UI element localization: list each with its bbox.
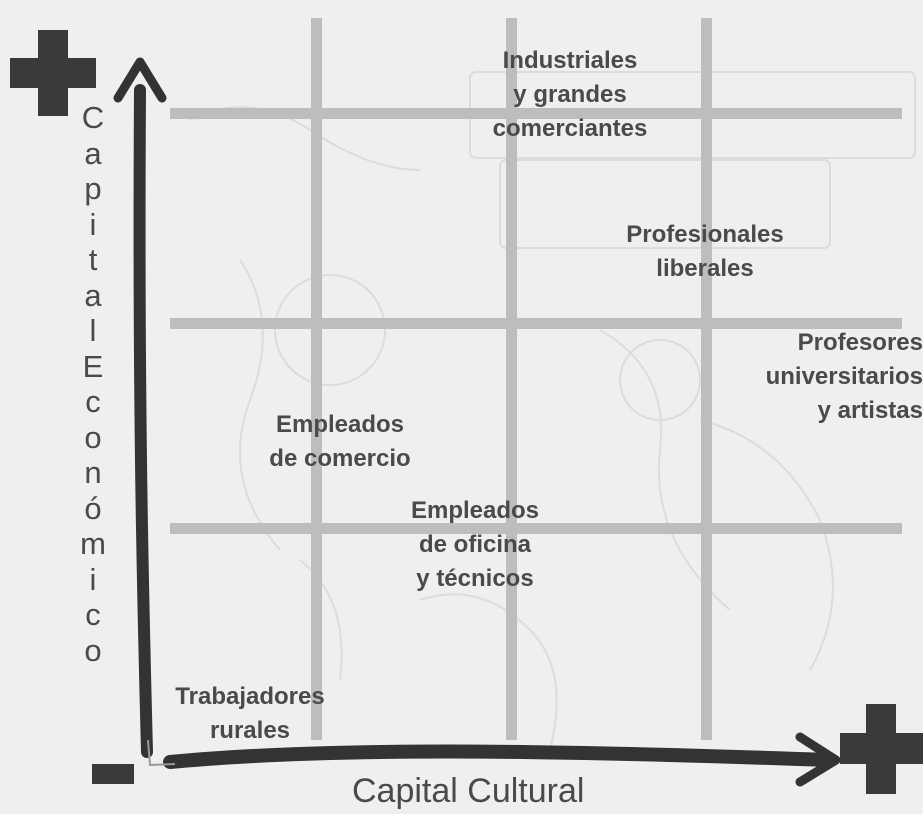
y-axis-label-letter: C (81, 100, 105, 135)
label-line: Profesores (797, 329, 923, 356)
y-axis-low-marker (92, 764, 134, 784)
grid-line-horizontal (170, 318, 902, 329)
label-line: Empleados (410, 497, 540, 524)
label-line: liberales (656, 255, 754, 282)
y-axis-label-letter: c (85, 384, 101, 419)
y-axis-label-letter: i (89, 561, 97, 597)
y-axis-label-letter: a (84, 277, 102, 313)
y-axis-label-letter: i (89, 206, 97, 242)
y-axis-label-letter: t (88, 242, 98, 277)
y-axis-label-letter: n (84, 455, 102, 490)
label-line: y técnicos (416, 565, 534, 592)
grid-line-vertical (311, 18, 322, 740)
x-axis-arrow (163, 744, 835, 769)
y-axis-arrowhead (113, 57, 167, 103)
label-profesores: Profesores universitarios y artistas (700, 326, 923, 428)
label-industriales: Industriales y grandes comerciantes (450, 44, 690, 146)
label-line: Industriales (502, 47, 638, 74)
x-axis-arrowhead (795, 732, 841, 787)
y-axis-label-letter: p (84, 171, 102, 206)
label-line: y artistas (817, 397, 923, 424)
label-trabajadores: Trabajadores rurales (145, 680, 355, 748)
label-line: Trabajadores (175, 683, 325, 710)
y-axis-label-letter: ó (84, 490, 102, 526)
label-line: Empleados (275, 411, 405, 438)
grid-line-horizontal (170, 108, 902, 119)
label-empleados-comercio: Empleados de comercio (235, 408, 445, 476)
label-line: de oficina (418, 531, 532, 558)
label-line: comerciantes (492, 115, 648, 142)
label-empleados-oficina: Empleados de oficina y técnicos (365, 494, 585, 596)
label-line: universitarios (765, 363, 923, 390)
label-line: de comercio (269, 445, 411, 472)
label-line: y grandes (513, 81, 627, 108)
axis-origin-corner (147, 739, 176, 767)
y-axis-arrow (133, 84, 153, 758)
x-axis-high-marker (840, 704, 923, 794)
y-axis-label-letter: c (85, 597, 101, 632)
label-line: rurales (209, 717, 291, 744)
y-axis-label-letter: l (89, 313, 97, 348)
grid-line-horizontal (170, 523, 902, 534)
label-line: Profesionales (626, 221, 784, 248)
grid-line-vertical (701, 18, 712, 740)
grid-line-vertical (506, 18, 517, 740)
y-axis-label-letter: E (82, 348, 104, 384)
x-axis-label: Capital Cultural (352, 772, 585, 810)
y-axis-label-letter: o (84, 632, 102, 668)
y-axis-high-marker (10, 30, 96, 116)
y-axis-label-letter: m (80, 526, 106, 561)
label-profesionales: Profesionales liberales (590, 218, 820, 286)
y-axis-label-letter: o (84, 419, 102, 455)
y-axis-label-letter: a (84, 135, 102, 171)
